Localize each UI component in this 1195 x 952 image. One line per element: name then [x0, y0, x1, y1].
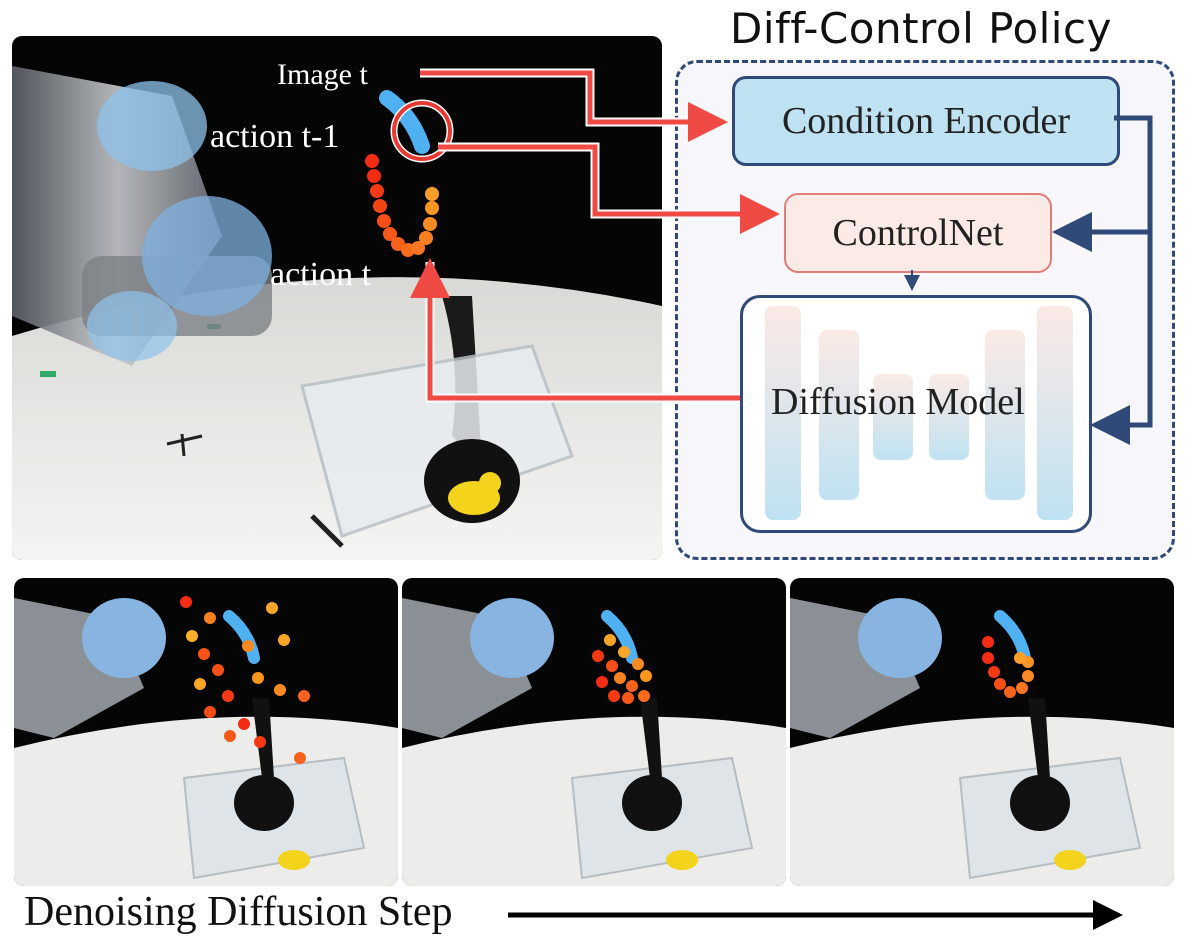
main-scene-photo: Image t action t-1 action t [12, 36, 662, 560]
partially-denoised-points [592, 634, 652, 704]
rubber-duck [278, 850, 310, 870]
condition-encoder-label: Condition Encoder [781, 100, 1071, 142]
trajectory-past [994, 610, 1031, 664]
denoise-panel-3 [790, 578, 1174, 886]
denoising-caption: Denoising Diffusion Step [24, 889, 453, 935]
noisy-action-points [180, 596, 310, 764]
controlnet-label: ControlNet [832, 212, 1004, 254]
green-marker [40, 371, 56, 377]
arrow-image-outline [420, 68, 718, 127]
highlight-ring [392, 101, 452, 161]
denoise-panel-1 [14, 578, 398, 886]
controlnet-box: ControlNet [784, 193, 1052, 273]
denoise-panel-2 [402, 578, 786, 886]
spoon-scoop [622, 775, 682, 831]
arrow-encoder-to-diffusion [1090, 115, 1153, 445]
policy-title: Diff-Control Policy [730, 4, 1112, 53]
arrow-output-outline [425, 262, 740, 403]
spoon-handle [1028, 698, 1050, 778]
label-image-t: Image t [277, 58, 368, 91]
denoised-action-points [982, 636, 1034, 698]
rubber-duck [1054, 850, 1086, 870]
unet-bar [985, 330, 1025, 500]
robot-joint [82, 598, 166, 678]
trajectory-past [223, 610, 260, 664]
spoon-scoop [1010, 775, 1070, 831]
condition-encoder-box: Condition Encoder [732, 76, 1120, 166]
robot-joint [142, 196, 272, 316]
robot-joint [87, 291, 177, 361]
trajectory-past [379, 90, 430, 154]
rubber-duck [666, 850, 698, 870]
unet-bar [819, 330, 859, 500]
unet-bar [765, 306, 801, 520]
unet-bar [929, 374, 969, 460]
robot-joint [470, 598, 554, 678]
table-mark [310, 514, 344, 548]
arrow-image-to-encoder [420, 70, 728, 142]
spoon-scoop [234, 775, 294, 831]
label-action-t: action t [270, 256, 372, 293]
unet-bars [765, 306, 1073, 520]
diffusion-model-label: Diffusion Model [771, 381, 1025, 423]
diffusion-model-box: Diffusion Model [740, 295, 1092, 533]
robot-joint [97, 81, 207, 171]
arrow-diffusion-to-action [410, 258, 740, 401]
arrow-action-outline [438, 142, 770, 219]
table-mark [166, 433, 203, 457]
trajectory-predicted [365, 154, 439, 257]
spoon-handle [640, 698, 662, 778]
unet-bar [1037, 306, 1073, 520]
label-action-t-1: action t-1 [210, 118, 340, 155]
rubber-duck-head [479, 472, 501, 494]
arrow-action-to-controlnet [438, 144, 780, 234]
robot-joint [858, 598, 942, 678]
trajectory-past [601, 610, 638, 664]
unet-bar [873, 374, 913, 460]
